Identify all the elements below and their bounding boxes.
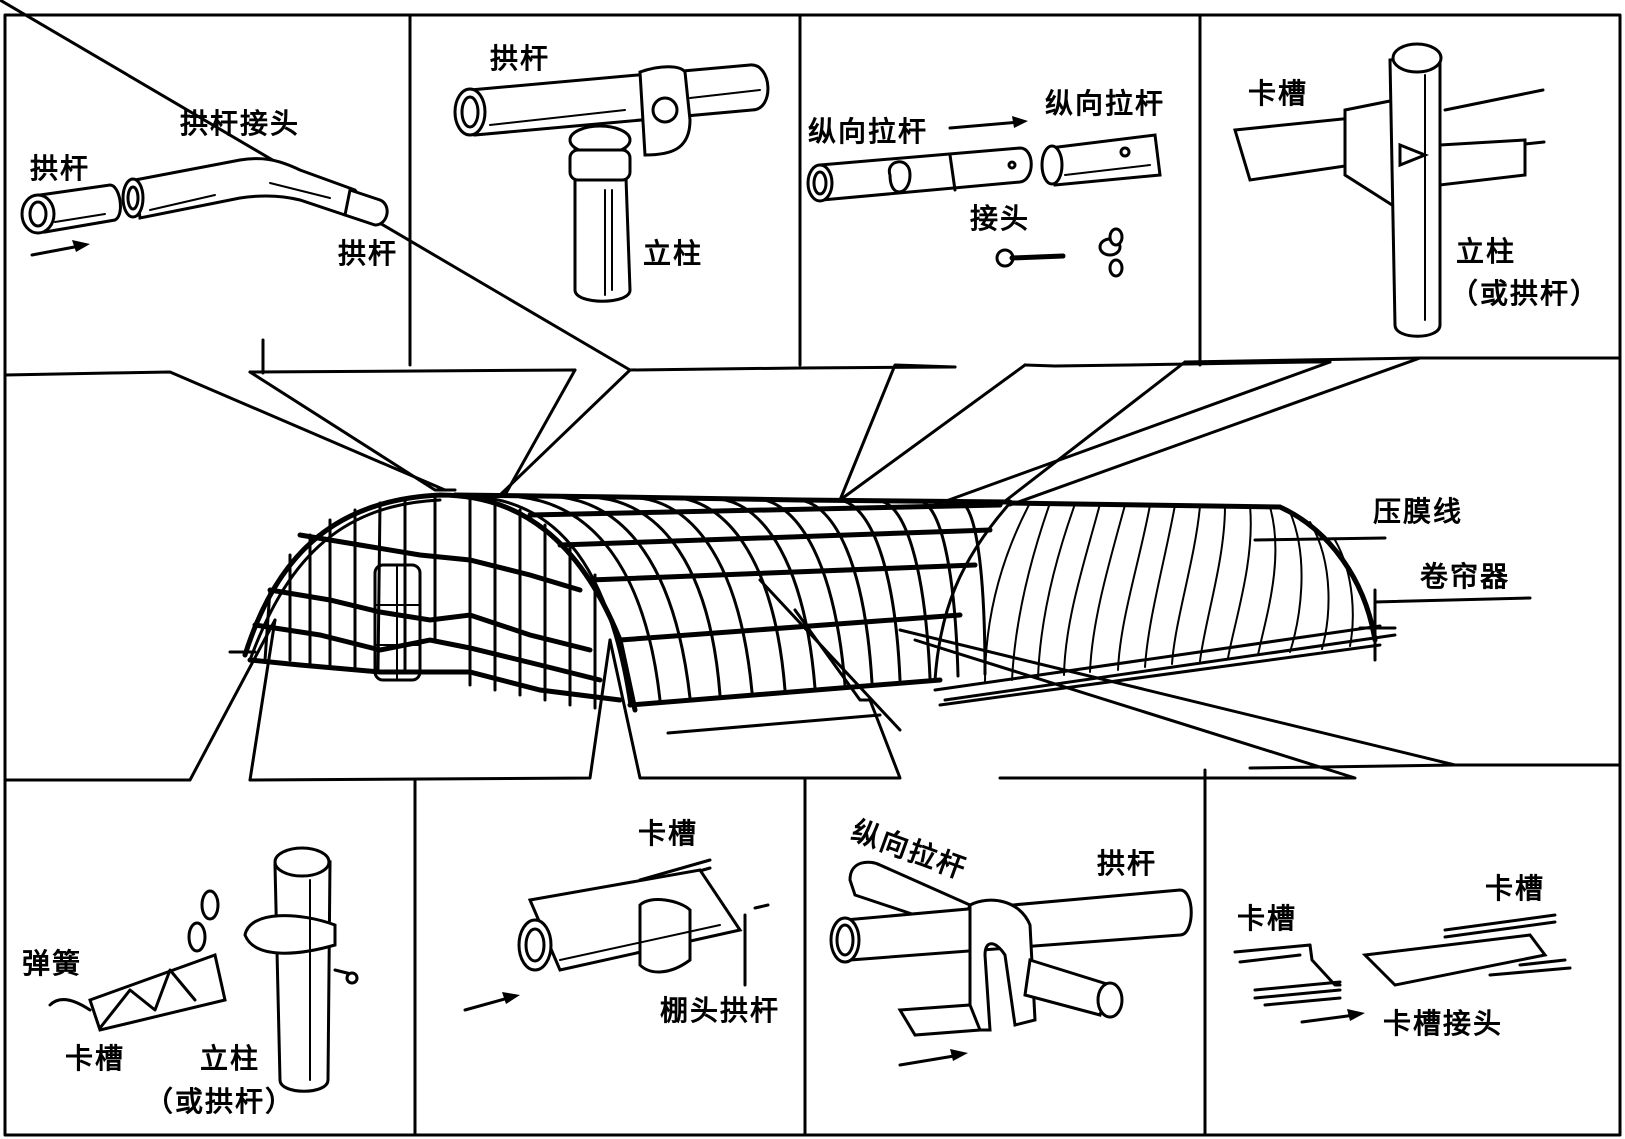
clamp-slot-joint-illustration: [1233, 913, 1572, 1024]
label-arch-right: 拱杆: [338, 237, 399, 270]
label-clamp-slot-right: 卡槽: [1485, 872, 1546, 905]
roof-arches: [478, 495, 987, 707]
label-column: 立柱: [643, 237, 704, 270]
label-spring: 弹簧: [22, 947, 83, 980]
label-tie-rod-left: 纵向拉杆: [808, 115, 929, 148]
label-arch: 拱杆: [1097, 847, 1158, 880]
greenhouse-illustration: [228, 492, 1532, 735]
gable-arch-clamp-illustration: [463, 858, 770, 1012]
gable-studs: [263, 494, 597, 710]
label-film-pressing-line: 压膜线: [1373, 495, 1464, 528]
tie-rod-joint-illustration: [806, 116, 1162, 278]
label-or-arch: （或拱杆）: [145, 1085, 296, 1118]
label-column: 立柱: [1456, 235, 1517, 268]
panel-borders: [3, 13, 1622, 1137]
label-column: 立柱: [200, 1042, 261, 1075]
label-arch-joint: 拱杆接头: [180, 107, 301, 140]
label-clamp-slot: 卡槽: [638, 817, 699, 850]
label-joint: 接头: [970, 202, 1031, 235]
clamp-slot-column-illustration: [1233, 42, 1546, 338]
spring-clamp-illustration: [48, 846, 359, 1093]
label-tie-rod-right: 纵向拉杆: [1045, 87, 1166, 120]
label-curtain-roller: 卷帘器: [1420, 560, 1511, 593]
label-arch-left: 拱杆: [30, 152, 91, 185]
label-clamp-slot: 卡槽: [65, 1042, 126, 1075]
label-gable-arch: 棚头拱杆: [660, 994, 781, 1027]
label-arch: 拱杆: [490, 42, 551, 75]
arch-column-joint-illustration: [453, 63, 770, 303]
label-clamp-slot-left: 卡槽: [1237, 902, 1298, 935]
label-slot-joint: 卡槽接头: [1383, 1007, 1504, 1040]
arch-joint-illustration: [20, 157, 389, 257]
label-clamp-slot: 卡槽: [1248, 77, 1309, 110]
label-or-arch: （或拱杆）: [1450, 277, 1601, 310]
tie-rod-arch-clip-illustration: [829, 860, 1193, 1067]
